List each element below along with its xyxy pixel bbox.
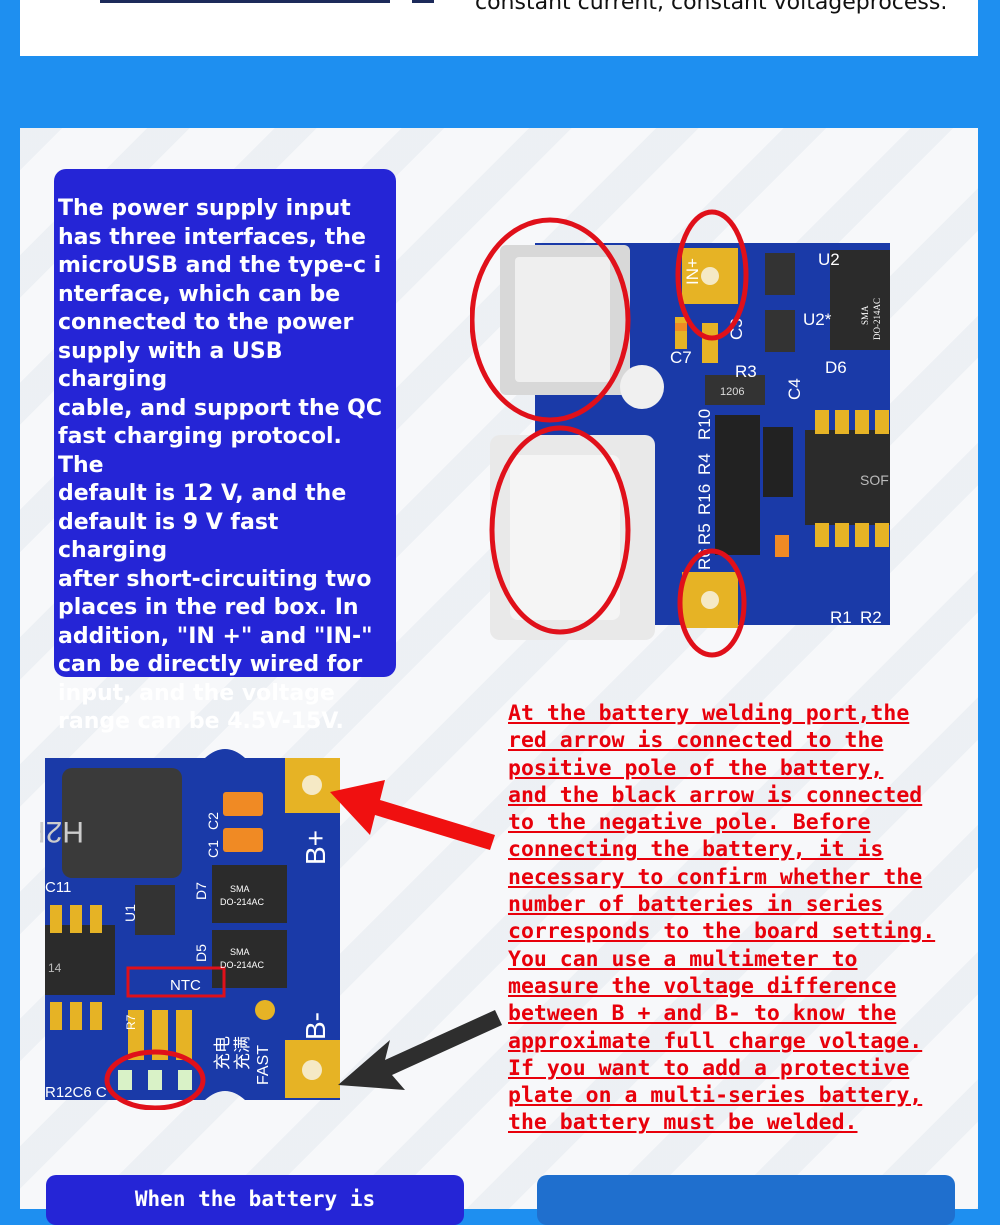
sof-chip (805, 430, 890, 525)
chip-14 (45, 925, 115, 995)
svg-text:C11: C11 (45, 879, 71, 896)
resistor-1206 (705, 375, 765, 405)
mounting-hole (620, 365, 664, 409)
led-highlight (104, 1049, 206, 1110)
svg-text:D7: D7 (193, 882, 209, 900)
battery-connection-note: At the battery welding port,the red arro… (508, 701, 936, 1136)
right-info-box (537, 1175, 955, 1225)
svg-text:U2*: U2* (803, 310, 832, 329)
svg-text:R3: R3 (735, 362, 757, 381)
red-arrow (330, 780, 495, 850)
svg-text:DO-214AC: DO-214AC (220, 960, 265, 970)
type-c-highlight (489, 425, 631, 635)
diode-d7 (212, 865, 287, 923)
svg-text:NTC: NTC (170, 977, 201, 994)
top-divider-line-short (412, 0, 434, 3)
diode-sma (830, 250, 890, 350)
svg-text:R10: R10 (695, 409, 714, 440)
top-divider-line (100, 0, 390, 3)
in-minus-highlight (677, 548, 747, 658)
svg-text:B-: B- (300, 1012, 331, 1040)
charging-info-text: When the battery is (134, 1187, 376, 1211)
svg-text:D6: D6 (825, 358, 847, 377)
svg-text:R1: R1 (830, 608, 852, 627)
svg-text:R16: R16 (695, 484, 714, 515)
svg-text:C1: C1 (205, 840, 221, 858)
intro-text-box (54, 169, 396, 677)
svg-text:C7: C7 (670, 348, 692, 367)
svg-text:R12C6 C: R12C6 C (45, 1084, 107, 1101)
svg-text:H2R0: H2R0 (40, 815, 84, 848)
svg-text:C2: C2 (205, 812, 221, 830)
svg-text:SMA: SMA (230, 947, 250, 957)
svg-text:B+: B+ (300, 830, 331, 865)
intro-text: The power supply input has three interfa… (58, 196, 383, 734)
svg-text:D5: D5 (193, 944, 209, 962)
svg-text:U2: U2 (818, 250, 840, 269)
black-arrow (338, 1010, 502, 1090)
svg-text:DO-214AC: DO-214AC (220, 897, 265, 907)
svg-text:C4: C4 (785, 378, 804, 400)
micro-usb-highlight (470, 217, 631, 423)
chip-u2 (765, 253, 795, 295)
ntc-highlight (126, 966, 226, 998)
resistor-array (715, 415, 760, 555)
chip-u1 (135, 885, 175, 935)
svg-text:充电: 充电 (213, 1036, 232, 1070)
svg-text:R2: R2 (860, 608, 882, 627)
svg-text:SMA: SMA (230, 884, 250, 894)
svg-text:SOF: SOF (860, 472, 889, 488)
top-panel: constant current, constant voltageproces… (20, 0, 978, 56)
input-board-illustration: U2 U2* R3 C7 D6 R1 R2 SOF 1206 IN+ C3 C4… (470, 209, 890, 658)
svg-text:U1: U1 (122, 904, 138, 922)
top-caption: constant current, constant voltageproces… (475, 0, 948, 15)
svg-text:R4: R4 (695, 453, 714, 475)
svg-text:SMA: SMA (860, 305, 870, 325)
chip-u2-star (765, 310, 795, 352)
svg-text:1206: 1206 (720, 386, 744, 398)
svg-text:R5: R5 (695, 523, 714, 545)
svg-text:R7: R7 (124, 1014, 138, 1030)
in-plus-highlight (675, 209, 749, 341)
svg-text:FAST: FAST (255, 1045, 272, 1085)
inductor-h2r0 (62, 768, 182, 878)
svg-text:充满: 充满 (233, 1036, 252, 1070)
battery-board-illustration: H2R0 C11 NTC R12C6 C 14 SMA DO-214AC SMA… (40, 749, 502, 1110)
svg-text:14: 14 (48, 961, 62, 975)
svg-text:IN+: IN+ (683, 258, 702, 285)
svg-text:DO-214AC: DO-214AC (872, 298, 882, 340)
